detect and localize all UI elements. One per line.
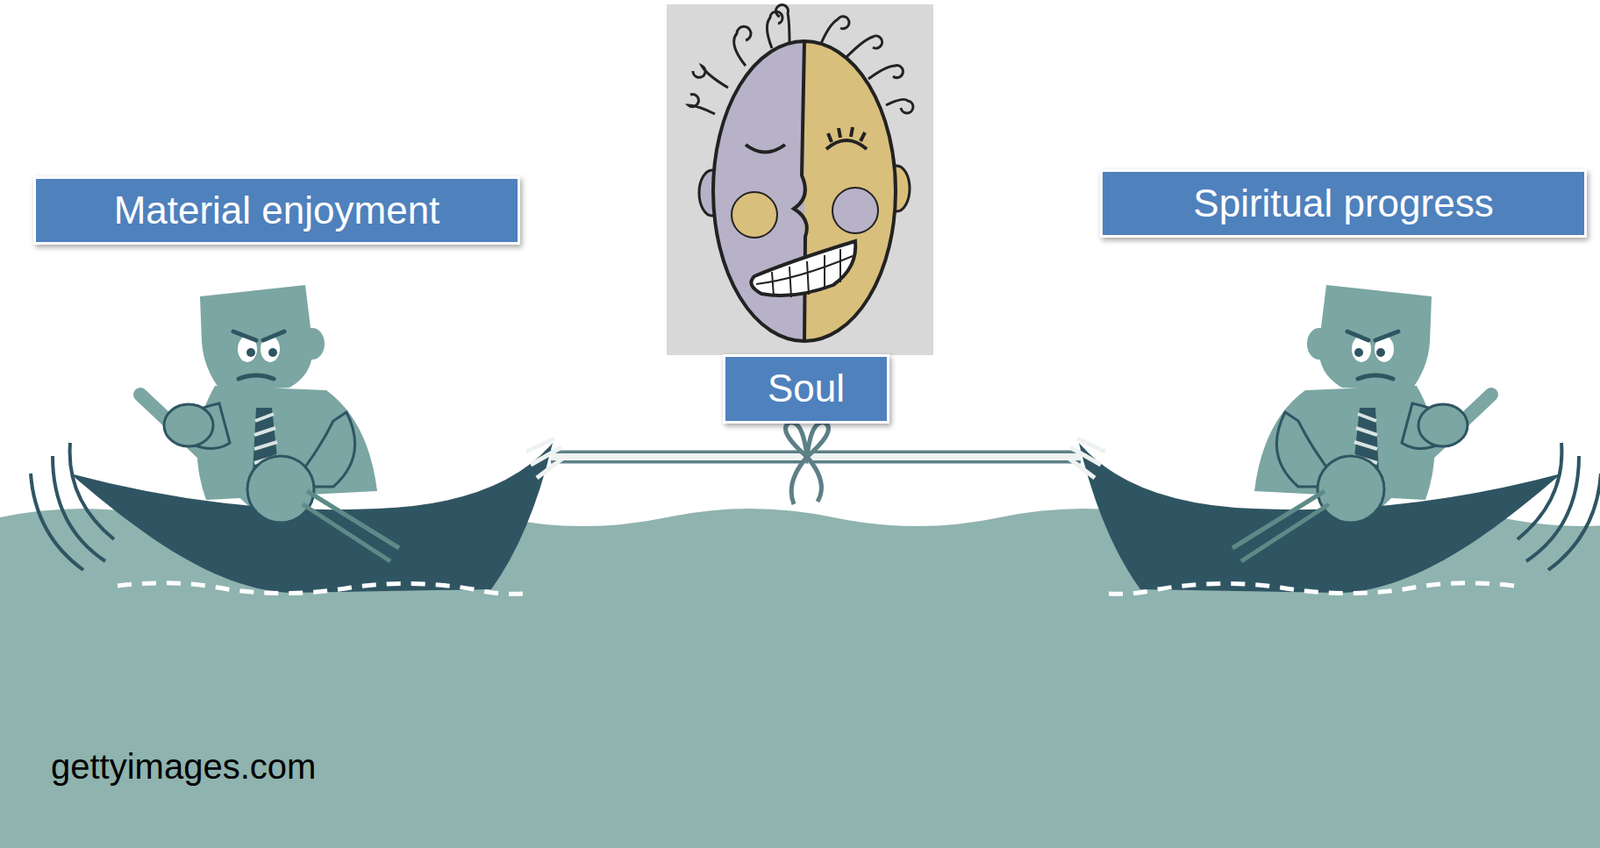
tow-rope-core [550,453,1081,461]
box-text: Material enjoyment [114,189,441,232]
right-rower [1065,285,1600,594]
watermark: gettyimages.com [50,747,316,787]
box-text: Soul [767,367,845,410]
label-box: Spiritual progress [1100,169,1587,238]
cheek [731,192,778,238]
teeth [756,249,853,298]
open-eye [826,127,867,150]
face-right-half [804,41,896,343]
cheek [832,187,879,234]
face-backdrop [666,4,934,356]
rope-knot [785,422,829,505]
label-box: Material enjoyment [33,176,521,245]
face-divide [793,41,808,343]
box-text: Spiritual progress [1192,182,1493,225]
closed-eye [745,144,786,153]
left-rower [30,285,566,594]
label-box: Soul [722,354,890,424]
tow-rope [550,452,1081,462]
face-outline [713,41,896,342]
